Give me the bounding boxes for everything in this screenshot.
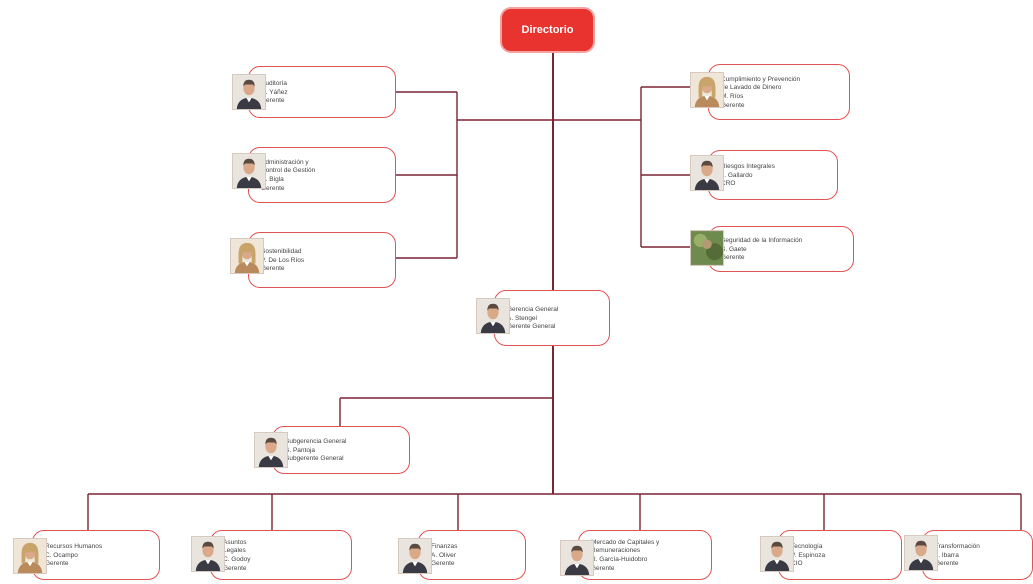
card-text-line: CRO — [721, 180, 736, 188]
card-text-line: Remuneraciones — [591, 547, 641, 555]
root-node-directorio[interactable]: Directorio — [502, 9, 593, 51]
man-portrait-icon — [232, 153, 266, 189]
card-text-line: Control de Gestión — [261, 167, 316, 175]
card-text-line: V. De Los Ríos — [261, 256, 305, 264]
card-text-line: Mercado de Capitales y — [591, 538, 660, 546]
card-text-line: Gerencia General — [507, 306, 559, 314]
card-text-line: C. Godoy — [223, 555, 251, 563]
card-text-line: Tecnología — [791, 543, 823, 551]
card-text-line: Subgerencia General — [285, 438, 347, 446]
card-text-line: A. Stengel — [507, 314, 537, 322]
card-text-line: CIO — [791, 560, 803, 568]
card-text-line: Gerente — [591, 564, 615, 572]
card-text-line: Sostenibilidad — [261, 248, 302, 256]
card-text-line: Riesgos Integrales — [721, 163, 775, 171]
card-text-line: V. Espinoza — [791, 551, 826, 559]
card-text-line: Gerente — [431, 560, 455, 568]
man-portrait-icon — [232, 74, 266, 110]
card-text-line: M. Ríos — [721, 92, 744, 100]
man-portrait-icon — [191, 536, 225, 572]
man-portrait-icon — [398, 538, 432, 574]
card-text-line: S. Gaete — [721, 245, 747, 253]
card-text-line: Gerente — [261, 184, 285, 192]
card-text-line: de Lavado de Dinero — [721, 84, 782, 92]
card-text-line: R. Bigla — [261, 175, 284, 183]
woman-portrait-icon — [13, 538, 47, 574]
card-text-line: Gerente — [223, 564, 247, 572]
card-text-line: Auditoría — [261, 80, 288, 88]
woman-portrait-icon — [690, 72, 724, 108]
card-text-line: Finanzas — [431, 543, 458, 551]
landscape-portrait-icon — [690, 230, 724, 266]
card-text-line: Seguridad de la Información — [721, 237, 803, 245]
card-text-line: Gerente — [721, 101, 745, 109]
card-text-line: R. García-Huidobro — [591, 555, 648, 563]
card-text-line: J. Ibarra — [935, 551, 959, 559]
card-text-line: C. Yáñez — [261, 88, 288, 96]
card-text-line: Cumplimiento y Prevención — [721, 75, 801, 83]
man-portrait-icon — [904, 535, 938, 571]
card-text-line: Gerente General — [507, 323, 556, 331]
card-text-line: Subgerente General — [285, 455, 344, 463]
man-portrait-icon — [760, 536, 794, 572]
man-portrait-icon — [254, 432, 288, 468]
card-text-line: C. Ocampo — [45, 551, 78, 559]
man-portrait-icon — [690, 155, 724, 191]
card-text-line: Transformación — [935, 543, 980, 551]
card-text-line: Gerente — [261, 97, 285, 105]
card-text-line: S. Pantoja — [285, 446, 315, 454]
card-text-line: Gerente — [721, 254, 745, 262]
card-text-line: Gerente — [935, 560, 959, 568]
card-text-line: Legales — [223, 547, 246, 555]
card-text-line: Recursos Humanos — [45, 543, 103, 551]
woman-portrait-icon — [230, 238, 264, 274]
card-text-line: Gerente — [261, 265, 285, 273]
card-text-line: Administración y — [261, 158, 309, 166]
card-text-line: A. Oliver — [431, 551, 456, 559]
card-text-line: Gerente — [45, 560, 69, 568]
man-portrait-icon — [560, 540, 594, 576]
man-portrait-icon — [476, 298, 510, 334]
card-text-line: J. Gallardo — [721, 171, 753, 179]
card-text-line: Asuntos — [223, 538, 247, 546]
root-label: Directorio — [521, 24, 574, 36]
